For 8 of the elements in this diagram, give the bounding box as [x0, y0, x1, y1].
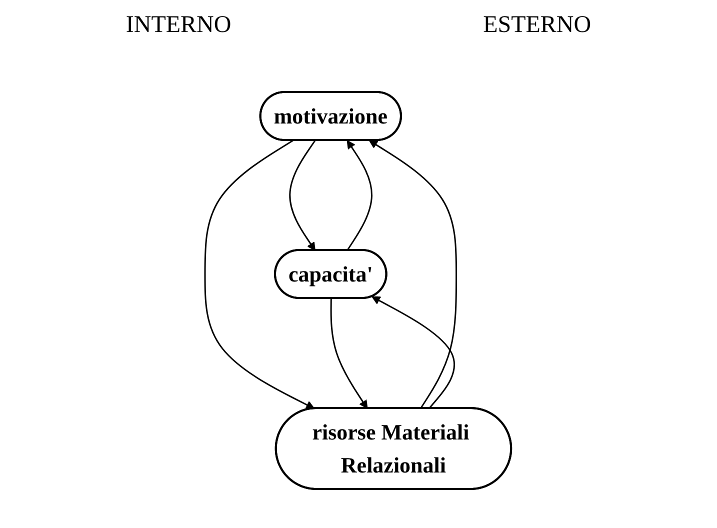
- arrow: [204, 139, 316, 408]
- arrow: [347, 140, 373, 250]
- arrow: [372, 296, 456, 408]
- arrow: [369, 140, 458, 408]
- region-label: INTERNO: [126, 12, 232, 38]
- arrow: [290, 140, 316, 250]
- region-label: ESTERNO: [483, 12, 592, 38]
- arrow: [330, 298, 368, 408]
